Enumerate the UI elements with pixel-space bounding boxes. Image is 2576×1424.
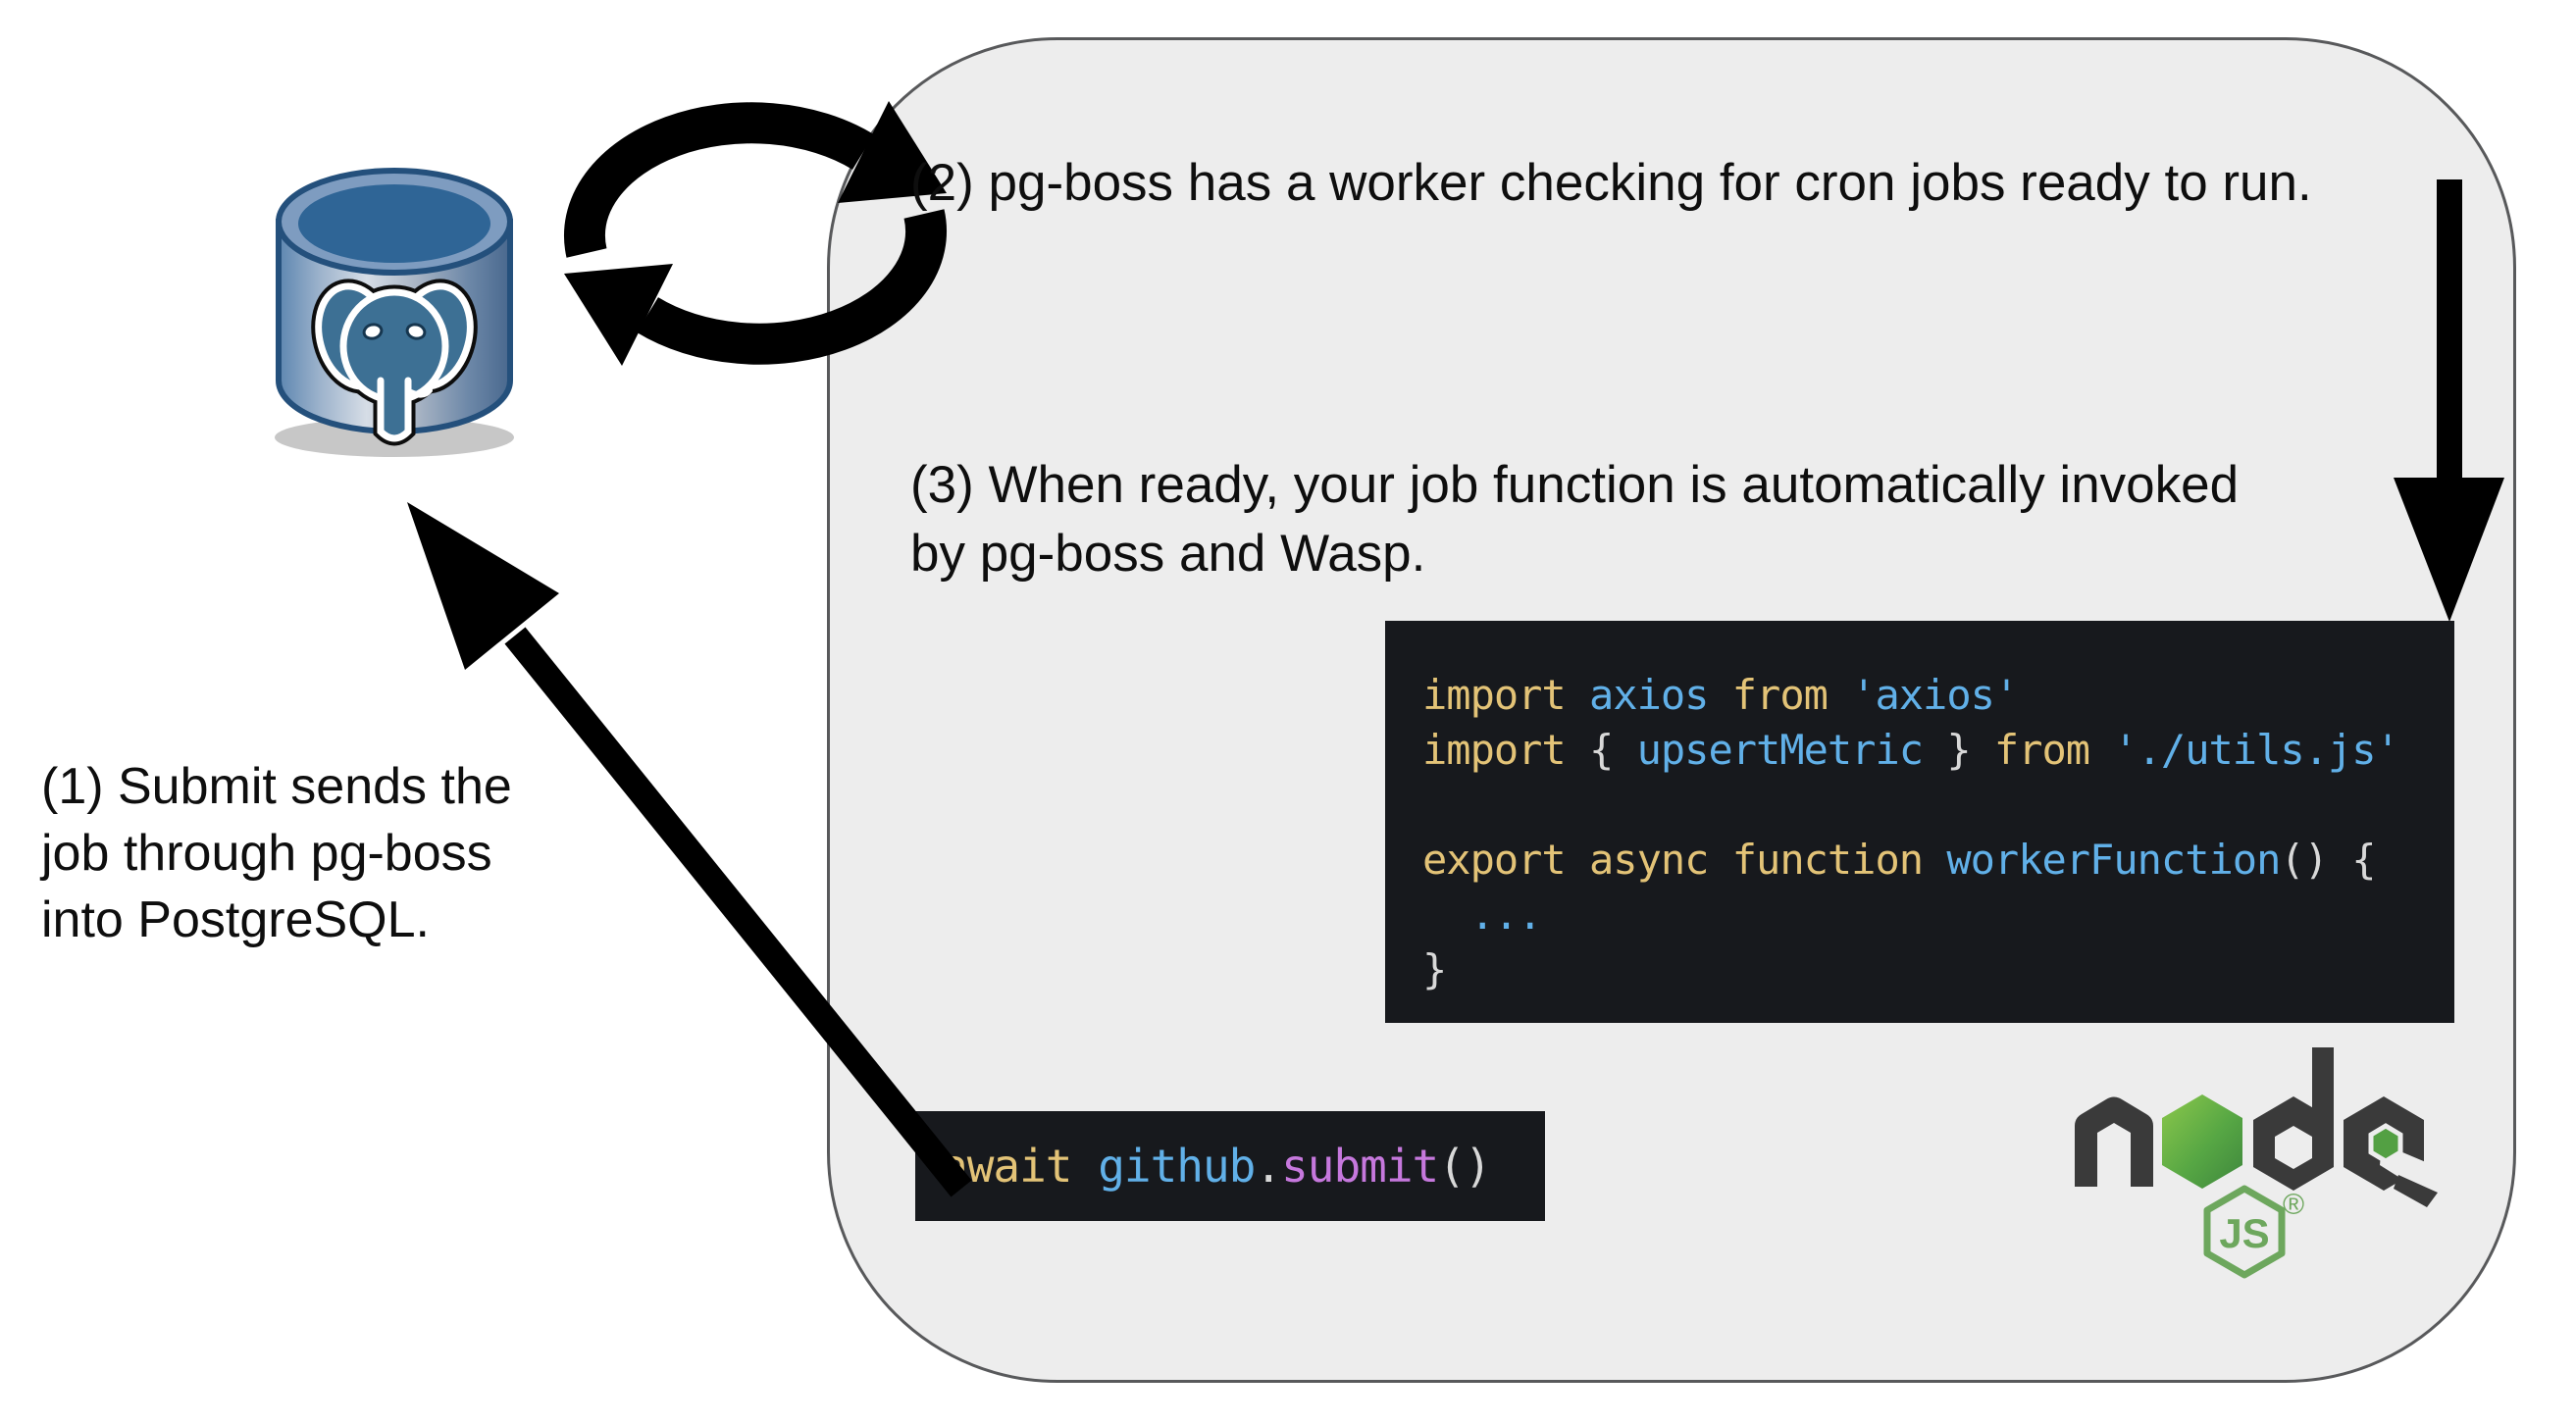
elephant-eyes [362,323,427,340]
node-letter-e [2344,1096,2438,1207]
code-line: import { upsertMetric } from './utils.js… [1422,723,2454,778]
code-token: workerFunction [1946,836,2281,884]
code-token: function [1731,836,1924,884]
code-token: () [2280,836,2329,884]
code-token [1923,836,1946,884]
code-token: from [1731,671,1829,719]
code-line: } [1422,942,2454,997]
code-token [1566,671,1589,719]
step1-label: (1) Submit sends the job through pg-boss… [41,753,512,953]
step2-label: (2) pg-boss has a worker checking for cr… [910,154,2312,212]
code-token: upsertMetric [1636,726,1924,774]
node-letter-d [2253,1047,2334,1191]
step3-label: (3) When ready, your job function is aut… [910,451,2239,588]
code-token: { [1589,726,1637,774]
code-line [1422,778,2454,833]
code-token: github [1098,1140,1256,1193]
code-token: submit [1281,1140,1439,1193]
code-token: export [1422,836,1567,884]
code-token: } [1923,726,1971,774]
code-token [1071,1140,1098,1193]
code-line: export async function workerFunction() { [1422,833,2454,888]
code-token: } [1422,945,1447,993]
code-token [1566,726,1589,774]
node-hexagon-o [2162,1094,2242,1189]
code-token: 'axios' [1851,671,2019,719]
code-token: { [2351,836,2376,884]
code-token [1708,671,1731,719]
code-token: () [1438,1140,1491,1193]
node-letter-n [2075,1096,2153,1187]
nodejs-logo: JS ® [2075,1047,2438,1279]
code-token [2328,836,2351,884]
code-token: import [1422,671,1567,719]
step1-line1: (1) Submit sends the [41,758,512,815]
code-token [1828,671,1851,719]
code-token [1971,726,1994,774]
code-token: from [1993,726,2090,774]
code-token: axios [1589,671,1709,719]
code-token [1708,836,1731,884]
code-token [2089,726,2113,774]
code-token: ... [1469,890,1543,939]
code-token: async [1589,836,1709,884]
step3-line1: (3) When ready, your job function is aut… [910,456,2240,514]
registered-mark: ® [2283,1189,2304,1221]
code-line: ... [1422,888,2454,942]
code-token: import [1422,726,1567,774]
code-token [1422,890,1470,939]
code-line: import axios from 'axios' [1422,668,2454,723]
sync-arrows-icon [564,101,947,366]
worker-code-block: import axios from 'axios'import { upsert… [1385,621,2454,1023]
step3-line2: by pg-boss and Wasp. [910,525,1426,583]
step1-line2: job through pg-boss [41,825,492,882]
js-badge-label: JS [2219,1210,2269,1256]
code-token: await [941,1140,1072,1193]
code-token [1566,836,1589,884]
step1-line3: into PostgreSQL. [41,891,430,948]
code-token: . [1255,1140,1282,1193]
submit-code-block: await github.submit() [915,1111,1545,1221]
postgresql-database-icon [275,168,514,457]
code-token: './utils.js' [2113,726,2399,774]
nodejs-js-badge: JS ® [2203,1185,2304,1279]
